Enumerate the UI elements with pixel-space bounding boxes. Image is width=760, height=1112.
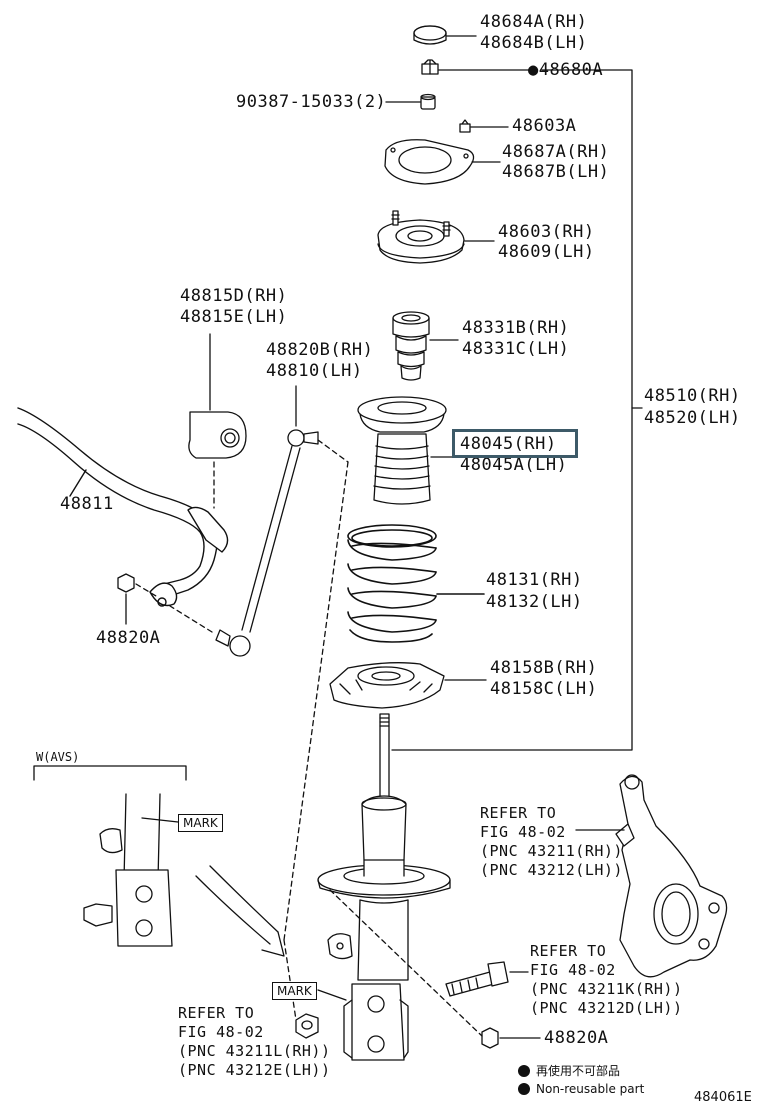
refer-bolt-line4: (PNC 43212D(LH)) — [530, 999, 683, 1017]
knuckle-nut — [295, 1013, 319, 1039]
legend-en-text: Non-reusable part — [536, 1082, 645, 1096]
label-lower-seat-rh: 48158B(RH) — [490, 658, 598, 678]
non-reusable-dot-icon — [518, 1065, 530, 1077]
label-spacer: 90387-15033(2) — [236, 92, 387, 112]
label-spring-lh: 48132(LH) — [486, 592, 583, 612]
knuckle-bolt — [445, 961, 529, 997]
label-top-nut: ●48680A — [528, 60, 604, 80]
label-spring-rh: 48131(RH) — [486, 570, 583, 590]
legend-en: Non-reusable part — [518, 1082, 644, 1096]
refer-nut-line4: (PNC 43212E(LH)) — [178, 1061, 331, 1079]
legend-ja: 再使用不可部品 — [518, 1062, 620, 1079]
label-link-lh: 48810(LH) — [266, 361, 363, 381]
refer-nut-line2: FIG 48-02 — [178, 1023, 264, 1041]
label-mount-rh: 48603(RH) — [498, 222, 595, 242]
highlight-box — [452, 429, 578, 458]
label-stabilizer-bar: 48811 — [60, 494, 114, 514]
refer-knuckle-line2: FIG 48-02 — [480, 823, 566, 841]
refer-bolt-line3: (PNC 43211K(RH)) — [530, 980, 683, 998]
label-bottom-nut: 48820A — [544, 1028, 609, 1048]
label-w-avs: W(AVS) — [36, 750, 80, 764]
label-absorber-rh: 48510(RH) — [644, 386, 741, 406]
label-bump-stopper-lh: 48331C(LH) — [462, 339, 570, 359]
refer-knuckle-line3: (PNC 43211(RH)) — [480, 842, 623, 860]
mark-label-strut: MARK — [272, 982, 317, 1000]
label-boot-rh: 48045(RH) — [460, 434, 557, 454]
refer-bolt-line1: REFER TO — [530, 942, 607, 960]
shock-absorber — [317, 713, 451, 1061]
dust-cap — [413, 25, 477, 45]
label-absorber-lh: 48520(LH) — [644, 408, 741, 428]
label-bushing-rh: 48815D(RH) — [180, 286, 288, 306]
top-nut — [421, 59, 531, 75]
refer-bolt-line2: FIG 48-02 — [530, 961, 616, 979]
suspension-support — [377, 210, 495, 264]
label-mount-lh: 48609(LH) — [498, 242, 595, 262]
coil-spring — [347, 524, 485, 643]
assembly-bracket-line — [391, 69, 643, 751]
stabilizer-nut — [117, 573, 157, 625]
refer-nut-line3: (PNC 43211L(RH)) — [178, 1042, 331, 1060]
label-link-rh: 48820B(RH) — [266, 340, 374, 360]
bump-stopper — [392, 311, 459, 381]
refer-knuckle-line1: REFER TO — [480, 804, 557, 822]
legend-ja-text: 再使用不可部品 — [536, 1064, 621, 1078]
label-plate-lh: 48687B(LH) — [502, 162, 610, 182]
label-cap-rh: 48684A(RH) — [480, 12, 588, 32]
bottom-nut — [329, 889, 541, 1049]
avs-inset — [33, 765, 347, 1001]
figure-number: 484061E — [694, 1090, 752, 1105]
support-plate — [384, 139, 501, 185]
label-lower-seat-lh: 48158C(LH) — [490, 679, 598, 699]
refer-nut-line1: REFER TO — [178, 1004, 255, 1022]
mark-label-inset: MARK — [178, 814, 223, 832]
stabilizer-bar — [17, 407, 229, 607]
label-cap-lh: 48684B(LH) — [480, 33, 588, 53]
small-nut — [459, 119, 509, 133]
label-small-nut: 48603A — [512, 116, 577, 136]
stabilizer-link — [169, 385, 349, 1021]
spacer — [385, 93, 436, 110]
refer-knuckle-line4: (PNC 43212(LH)) — [480, 861, 623, 879]
spring-bumper-boot — [357, 396, 459, 505]
steering-knuckle — [575, 774, 728, 978]
non-reusable-dot-icon — [518, 1083, 530, 1095]
label-bushing-lh: 48815E(LH) — [180, 307, 288, 327]
lower-spring-seat — [329, 662, 487, 709]
label-stab-nut: 48820A — [96, 628, 161, 648]
label-boot-lh: 48045A(LH) — [460, 455, 568, 475]
label-bump-stopper-rh: 48331B(RH) — [462, 318, 570, 338]
label-plate-rh: 48687A(RH) — [502, 142, 610, 162]
stabilizer-bushing — [188, 333, 247, 509]
